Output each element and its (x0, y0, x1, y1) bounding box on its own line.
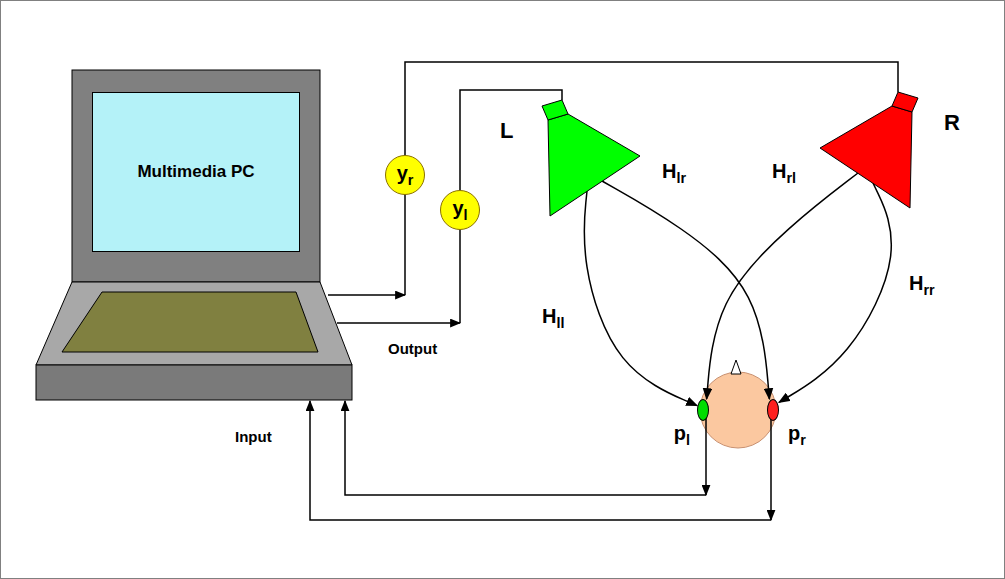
port-label: Input (235, 428, 272, 445)
speaker: L (492, 100, 644, 218)
text-part: r (800, 432, 806, 448)
signal-label: yl (452, 197, 467, 224)
speaker-shape (816, 92, 968, 210)
ear: pr (767, 399, 779, 421)
text-part: rl (786, 170, 796, 186)
laptop-front (36, 365, 352, 400)
text-part: r (408, 172, 414, 188)
signal-circle: yl (440, 190, 480, 230)
transfer-path (584, 191, 697, 406)
speaker: R (816, 92, 968, 210)
speaker-neck (542, 100, 568, 120)
screen-label: Multimedia PC (137, 162, 254, 182)
text-part: p (674, 422, 686, 444)
speaker-neck (892, 92, 918, 112)
text-part: y (397, 162, 408, 184)
speaker-cone (820, 106, 912, 208)
output-wire (328, 294, 405, 296)
text-part: l (686, 432, 690, 448)
transfer-path (707, 173, 858, 399)
ear-label: pl (674, 422, 690, 449)
signal-label: yr (397, 162, 414, 189)
input-wire (770, 418, 772, 520)
transfer-label: Hlr (660, 160, 688, 187)
text-part: H (909, 272, 923, 294)
touchpad (62, 292, 318, 352)
transfer-label: Hll (540, 305, 566, 332)
speaker-shape (492, 100, 644, 218)
transfer-label: Hrl (770, 160, 798, 187)
speaker-label: L (500, 118, 513, 143)
text-part: lr (676, 170, 686, 186)
transfer-path (602, 181, 769, 399)
text-part: H (662, 160, 676, 182)
text-part: ll (556, 315, 564, 331)
text-part: H (542, 305, 556, 327)
screen-box: Multimedia PC (92, 92, 300, 252)
transfer-path (779, 183, 891, 402)
text-part: l (464, 207, 468, 223)
laptop-deck (36, 282, 352, 365)
ear: pl (697, 399, 709, 421)
input-wire (705, 418, 707, 495)
text-part: rr (923, 282, 934, 298)
ear-label: pr (788, 422, 806, 449)
nose (731, 360, 741, 374)
signal-wire (405, 62, 898, 155)
transfer-label: Hrr (907, 272, 937, 299)
head (700, 372, 776, 448)
laptop-lid (72, 70, 320, 282)
input-wire (345, 401, 706, 495)
port-label: Output (388, 340, 437, 357)
text-part: H (772, 160, 786, 182)
text-part: p (788, 422, 800, 444)
text-part: y (452, 197, 463, 219)
output-wire (337, 322, 460, 324)
speaker-label: R (944, 110, 960, 135)
speaker-cone (548, 114, 640, 216)
signal-circle: yr (385, 155, 425, 195)
